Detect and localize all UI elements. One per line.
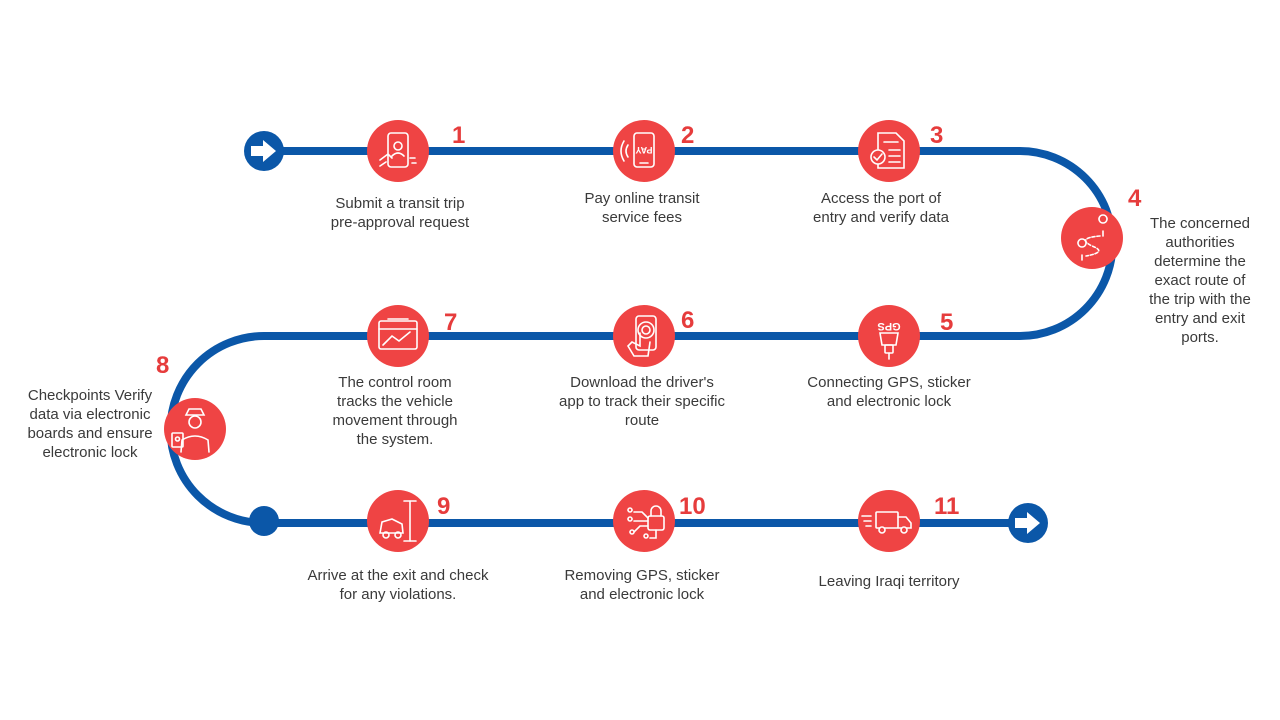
step-5-label: Connecting GPS, sticker and electronic l… bbox=[807, 374, 971, 410]
step-5-node: GPS bbox=[858, 305, 920, 367]
step-2-number: 2 bbox=[681, 122, 695, 149]
step-6-number: 6 bbox=[681, 307, 695, 334]
svg-text:GPS: GPS bbox=[877, 320, 900, 332]
step-1-number: 1 bbox=[452, 122, 466, 149]
exit-gate-icon bbox=[379, 500, 417, 542]
step-3-node bbox=[858, 120, 920, 182]
step-4-label: The concerned authorities determine the … bbox=[1149, 215, 1251, 346]
step-6-label: Download the driver's app to track their… bbox=[559, 374, 725, 429]
step-1-node bbox=[367, 120, 429, 182]
step-8-label: Checkpoints Verify data via electronic b… bbox=[27, 387, 153, 461]
route-pin-icon bbox=[1077, 214, 1108, 261]
step-9-node bbox=[367, 490, 429, 552]
phone-tap-icon bbox=[626, 315, 657, 357]
phone-approval-icon bbox=[379, 132, 417, 168]
step-9-number: 9 bbox=[437, 493, 451, 520]
step-11-label: Leaving Iraqi territory bbox=[818, 573, 960, 590]
step-2-label: Pay online transit service fees bbox=[584, 190, 700, 226]
step-10-number: 10 bbox=[679, 493, 706, 520]
step-8-node bbox=[164, 398, 226, 460]
step-10-label: Removing GPS, sticker and electronic loc… bbox=[564, 567, 720, 603]
step-5-number: 5 bbox=[940, 309, 954, 336]
truck-icon bbox=[861, 511, 912, 534]
pay-phone-icon bbox=[620, 132, 655, 168]
step-9-label: Arrive at the exit and check for any vio… bbox=[307, 567, 489, 603]
svg-text:PAY: PAY bbox=[635, 145, 652, 155]
control-map-icon bbox=[378, 318, 418, 350]
circuit-lock-icon bbox=[627, 505, 665, 539]
officer-icon bbox=[171, 408, 210, 453]
step-11-number: 11 bbox=[934, 493, 960, 520]
step-4-number: 4 bbox=[1128, 185, 1142, 212]
track-dot bbox=[249, 506, 279, 536]
document-check-icon bbox=[870, 132, 905, 169]
gps-device-icon bbox=[879, 332, 899, 360]
step-4-node bbox=[1061, 207, 1123, 269]
step-7-label: The control room tracks the vehicle move… bbox=[332, 374, 458, 448]
start-arrow-icon bbox=[244, 131, 284, 171]
step-3-label: Access the port of entry and verify data bbox=[813, 190, 949, 226]
step-7-node bbox=[367, 305, 429, 367]
step-11-node bbox=[858, 490, 920, 552]
step-3-number: 3 bbox=[930, 122, 944, 149]
step-1-label: Submit a transit trip pre-approval reque… bbox=[330, 195, 470, 231]
end-arrow-icon bbox=[1008, 503, 1048, 543]
step-7-number: 7 bbox=[444, 309, 458, 336]
step-2-node: PAY bbox=[613, 120, 675, 182]
step-8-number: 8 bbox=[156, 352, 170, 379]
step-6-node bbox=[613, 305, 675, 367]
step-10-node bbox=[613, 490, 675, 552]
